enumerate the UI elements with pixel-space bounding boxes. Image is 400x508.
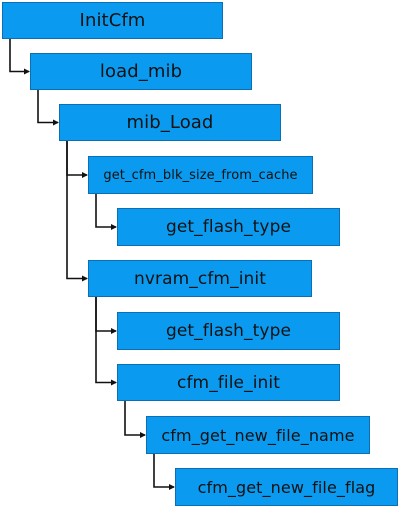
connector-cfm-file-init-to-cfm-get-new-file-name (124, 401, 146, 438)
connector-initcfm-to-load-mib (9, 39, 30, 75)
connector-group (9, 39, 175, 490)
connector-mib-load-to-nvram-cfm-init (66, 141, 88, 282)
node-cfm-file-init-label: cfm_file_init (177, 372, 280, 393)
node-cfm-get-new-file-flag: cfm_get_new_file_flag (175, 468, 398, 506)
connector-cfm-get-new-file-name-to-cfm-get-new-file-flag (153, 454, 175, 490)
node-load-mib: load_mib (30, 53, 252, 90)
node-load-mib-label: load_mib (99, 61, 183, 82)
connector-get-cfm-blk-size-from-cache-to-get-flash-type-1 (95, 194, 117, 230)
node-cfm-file-init: cfm_file_init (117, 364, 340, 401)
node-get-cfm-blk-size-from-cache: get_cfm_blk_size_from_cache (88, 156, 313, 194)
node-get-flash-type-1: get_flash_type (117, 208, 340, 246)
node-get-flash-type-2-label: get_flash_type (165, 321, 292, 341)
node-cfm-get-new-file-flag-label: cfm_get_new_file_flag (197, 477, 376, 497)
connector-nvram-cfm-init-to-get-flash-type-2 (95, 297, 117, 334)
node-initcfm-label: InitCfm (79, 10, 146, 31)
connector-load-mib-to-mib-load (37, 90, 59, 126)
node-get-flash-type-1-label: get_flash_type (165, 217, 292, 237)
node-get-flash-type-2: get_flash_type (117, 312, 340, 350)
node-get-cfm-blk-size-from-cache-label: get_cfm_blk_size_from_cache (103, 167, 298, 183)
connector-mib-load-to-get-cfm-blk-size-from-cache (66, 141, 88, 178)
node-initcfm: InitCfm (2, 2, 223, 39)
node-mib-load: mib_Load (59, 104, 281, 141)
node-cfm-get-new-file-name-label: cfm_get_new_file_name (161, 425, 355, 445)
node-mib-load-label: mib_Load (126, 112, 214, 133)
node-cfm-get-new-file-name: cfm_get_new_file_name (146, 416, 370, 454)
node-nvram-cfm-init-label: nvram_cfm_init (134, 268, 266, 289)
connector-nvram-cfm-init-to-cfm-file-init (95, 297, 117, 386)
node-nvram-cfm-init: nvram_cfm_init (88, 260, 312, 297)
